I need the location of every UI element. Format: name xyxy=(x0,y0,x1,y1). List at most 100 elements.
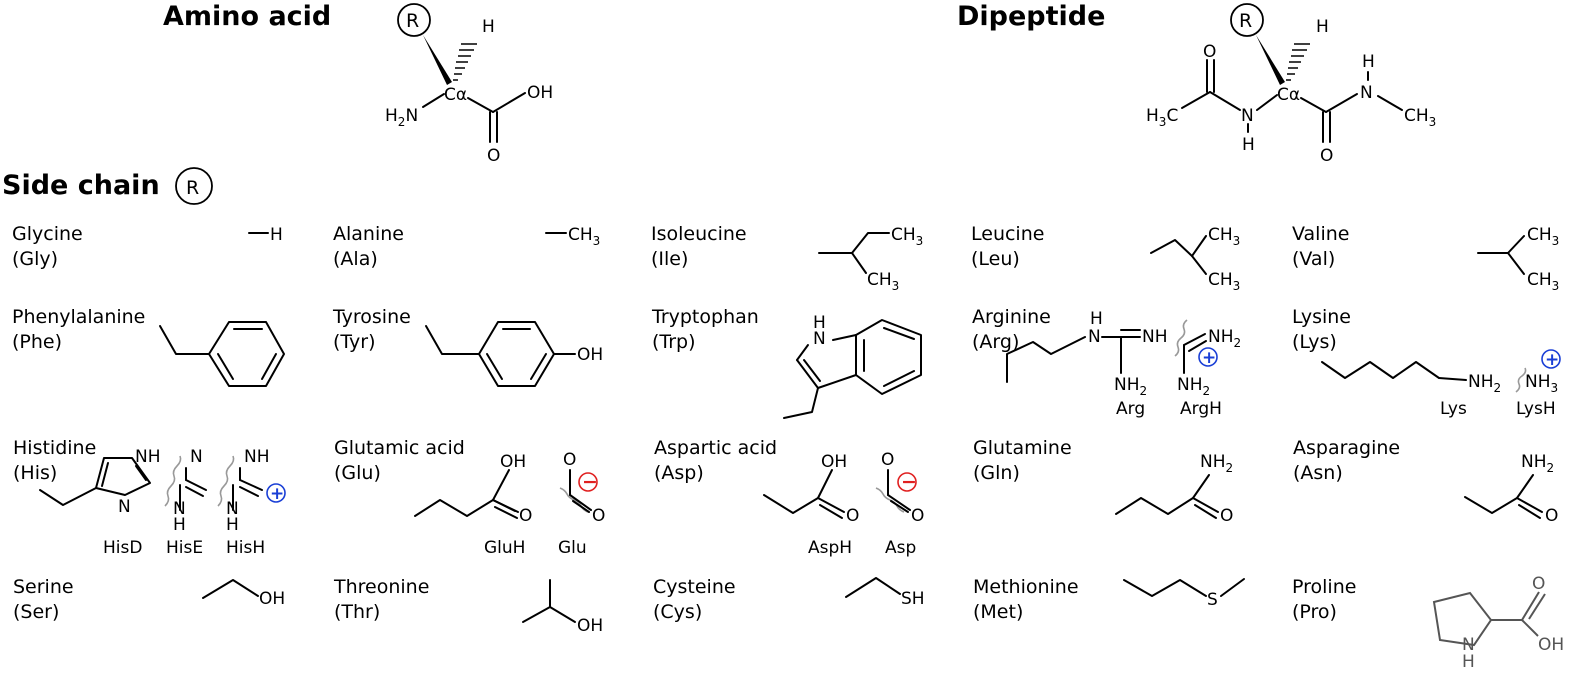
variant-label-argh: ArgH xyxy=(1180,399,1222,419)
hise-structure: N N H xyxy=(164,447,207,535)
svg-text:R: R xyxy=(186,177,199,199)
svg-text:CH3: CH3 xyxy=(1527,270,1559,293)
variant-label-asph: AspH xyxy=(808,538,852,558)
heading-amino-acid: Amino acid xyxy=(163,1,331,32)
residue-labels: Glycine (Gly) Alanine (Ala) Isoleucine (… xyxy=(12,223,1400,623)
svg-text:N: N xyxy=(118,497,131,517)
svg-text:NH3: NH3 xyxy=(1525,372,1558,395)
residue-abbr: (Val) xyxy=(1292,248,1335,270)
svg-text:−: − xyxy=(582,471,598,493)
residue-name: Serine xyxy=(13,576,74,598)
svg-text:NH2: NH2 xyxy=(1468,372,1501,395)
histidine-structure: NH N xyxy=(39,447,161,517)
svg-text:O: O xyxy=(1203,42,1216,62)
svg-text:H: H xyxy=(1090,309,1103,329)
residue-abbr: (Gln) xyxy=(973,462,1020,484)
residue-abbr: (Thr) xyxy=(334,601,380,623)
svg-text:H: H xyxy=(173,515,186,535)
variant-label-hish: HisH xyxy=(226,538,265,558)
methionine-structure: S xyxy=(1123,578,1245,610)
residue-name: Cysteine xyxy=(653,576,736,598)
residue-name: Leucine xyxy=(971,223,1044,245)
svg-text:H: H xyxy=(482,17,495,37)
residue-abbr: (Met) xyxy=(973,601,1023,623)
svg-text:N: N xyxy=(1462,635,1475,655)
svg-text:O: O xyxy=(1532,574,1545,594)
svg-text:OH: OH xyxy=(577,616,603,636)
svg-text:H: H xyxy=(270,225,283,245)
amino-acid-structure: R H Cα H2N OH O xyxy=(385,3,553,166)
residue-abbr: (Asp) xyxy=(654,462,704,484)
valine-structure: CH3 CH3 xyxy=(1477,225,1559,293)
svg-text:O: O xyxy=(1220,506,1233,526)
svg-text:H: H xyxy=(813,313,826,333)
svg-text:R: R xyxy=(1239,10,1252,32)
residue-abbr: (Lys) xyxy=(1292,331,1337,353)
svg-text:H3C: H3C xyxy=(1146,106,1178,129)
threonine-structure: OH xyxy=(522,579,603,636)
svg-text:OH: OH xyxy=(1538,635,1564,655)
residue-name: Tyrosine xyxy=(332,306,411,328)
serine-structure: OH xyxy=(202,579,285,609)
asparagine-structure: NH2 O xyxy=(1464,452,1558,526)
svg-text:O: O xyxy=(881,450,894,470)
variant-label-hise: HisE xyxy=(166,538,203,558)
svg-text:Cα: Cα xyxy=(1277,85,1300,105)
svg-text:SH: SH xyxy=(901,589,925,609)
glutamine-structure: NH2 O xyxy=(1115,452,1233,526)
variant-label-hisd: HisD xyxy=(103,538,142,558)
svg-text:H: H xyxy=(1242,135,1255,155)
svg-text:NH2: NH2 xyxy=(1200,452,1233,475)
residue-abbr: (Gly) xyxy=(12,248,58,270)
dipeptide-structure: R H Cα H3C O N H O N H CH3 xyxy=(1146,3,1436,166)
svg-text:O: O xyxy=(592,506,605,526)
residue-name: Valine xyxy=(1292,223,1349,245)
svg-text:CH3: CH3 xyxy=(1208,270,1240,293)
svg-text:OH: OH xyxy=(500,452,526,472)
residue-name: Isoleucine xyxy=(651,223,747,245)
svg-text:CH3: CH3 xyxy=(1527,225,1559,248)
svg-text:OH: OH xyxy=(527,83,553,103)
svg-text:OH: OH xyxy=(259,589,285,609)
svg-text:N: N xyxy=(1241,106,1254,126)
svg-text:OH: OH xyxy=(821,452,847,472)
residue-abbr: (Ile) xyxy=(651,248,688,270)
cysteine-structure: SH xyxy=(845,577,925,609)
lysine-structure: NH2 NH3 + xyxy=(1321,349,1561,395)
residue-name: Lysine xyxy=(1292,306,1351,328)
residue-name: Tryptophan xyxy=(651,306,759,328)
residue-abbr: (Glu) xyxy=(334,462,381,484)
residue-name: Arginine xyxy=(972,306,1051,328)
hish-structure: NH N H + xyxy=(217,447,286,535)
svg-text:O: O xyxy=(911,506,924,526)
residue-name: Asparagine xyxy=(1293,437,1400,459)
svg-text:NH2: NH2 xyxy=(1114,375,1147,398)
svg-text:+: + xyxy=(1545,350,1559,370)
svg-text:O: O xyxy=(487,146,500,166)
residue-abbr: (Tyr) xyxy=(333,331,376,353)
svg-text:H: H xyxy=(1316,17,1329,37)
svg-text:CH3: CH3 xyxy=(1404,106,1436,129)
svg-text:NH: NH xyxy=(135,447,161,467)
svg-text:S: S xyxy=(1207,590,1218,610)
residue-abbr: (Leu) xyxy=(971,248,1020,270)
svg-text:N: N xyxy=(190,447,203,467)
svg-text:Cα: Cα xyxy=(444,85,467,105)
svg-text:O: O xyxy=(519,506,532,526)
residue-name: Methionine xyxy=(973,576,1079,598)
svg-text:H: H xyxy=(226,515,239,535)
svg-text:−: − xyxy=(901,471,917,493)
variant-label-asp: Asp xyxy=(885,538,916,558)
residue-abbr: (Ser) xyxy=(13,601,59,623)
variant-label-glu: Glu xyxy=(558,538,587,558)
alanine-structure: CH3 xyxy=(545,225,600,248)
svg-text:NH2: NH2 xyxy=(1208,327,1241,350)
residue-name: Histidine xyxy=(13,437,96,459)
svg-text:NH2: NH2 xyxy=(1521,452,1554,475)
svg-text:CH3: CH3 xyxy=(1208,225,1240,248)
svg-text:N: N xyxy=(1360,83,1373,103)
residue-abbr: (Phe) xyxy=(12,331,62,353)
proline-structure: N H O OH xyxy=(1432,574,1564,672)
residue-name: Glutamine xyxy=(973,437,1072,459)
tyrosine-structure: OH xyxy=(425,321,603,387)
